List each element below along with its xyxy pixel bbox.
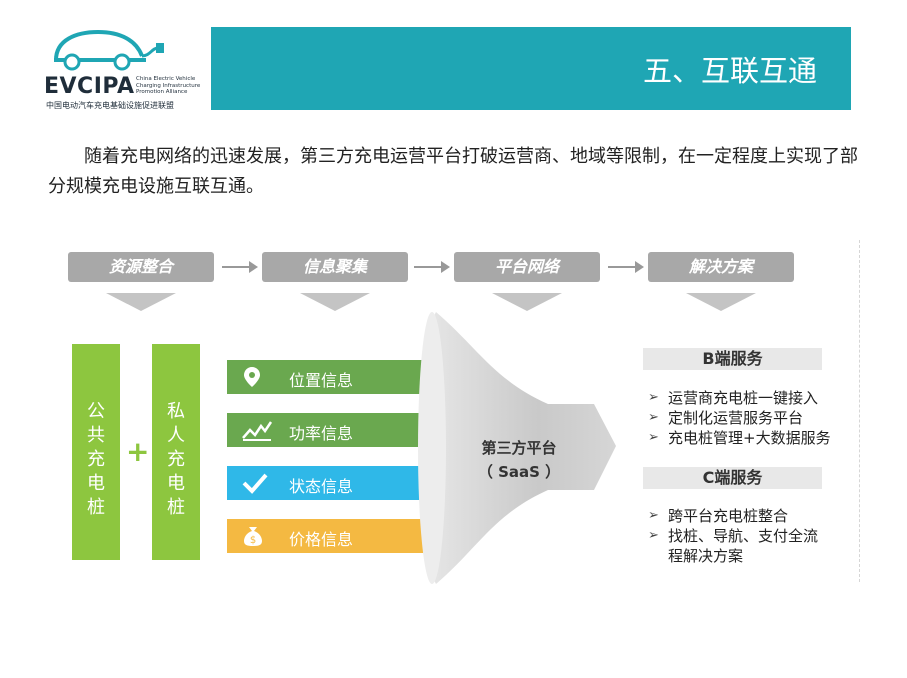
step-solution: 解决方案: [648, 252, 794, 282]
c-service-list: 跨平台充电桩整合 找桩、导航、支付全流 程解决方案: [648, 506, 818, 566]
private-pile-label: 私人充电桩: [167, 401, 185, 518]
arrow-right-icon: [608, 261, 644, 273]
list-item: 运营商充电桩一键接入: [648, 388, 831, 408]
list-item-continuation: 程解决方案: [668, 547, 744, 565]
arrow-right-icon: [414, 261, 450, 273]
down-triangle-icon: [492, 293, 562, 311]
down-triangle-icon: [106, 293, 176, 311]
info-power: 功率信息: [227, 413, 441, 447]
title-bar: 五、互联互通: [211, 27, 851, 110]
checkmark-icon: [242, 473, 268, 494]
step-resource-integration: 资源整合: [68, 252, 214, 282]
down-triangle-icon: [686, 293, 756, 311]
step-platform-network: 平台网络: [454, 252, 600, 282]
b-service-list: 运营商充电桩一键接入 定制化运营服务平台 充电桩管理+大数据服务: [648, 388, 831, 448]
logo-chinese-name: 中国电动汽车充电基础设施促进联盟: [46, 101, 174, 110]
b-service-title: B端服务: [643, 348, 822, 370]
page-title: 五、互联互通: [642, 54, 817, 88]
third-party-platform-label: 第三方平台 （ SaaS ）: [477, 439, 561, 481]
list-item: 定制化运营服务平台: [648, 408, 831, 428]
list-item: 充电桩管理+大数据服务: [648, 428, 831, 448]
intro-paragraph: 随着充电网络的迅速发展，第三方充电运营平台打破运营商、地域等限制，在一定程度上实…: [48, 146, 858, 197]
arrow-right-icon: [222, 261, 258, 273]
divider-line: [859, 240, 860, 582]
power-chart-icon: [242, 421, 273, 441]
public-pile-label: 公共充电桩: [87, 401, 105, 518]
logo-brand: EVCIPA: [44, 74, 135, 99]
money-bag-icon: $: [244, 527, 262, 546]
private-charging-pile: 私人充电桩: [152, 344, 200, 560]
car-plug-icon: [54, 29, 164, 71]
step-info-aggregation: 信息聚集: [262, 252, 408, 282]
info-price: $ 价格信息: [227, 519, 441, 553]
c-service-title: C端服务: [643, 467, 822, 489]
logo-subtitle: China Electric Vehicle Charging Infrastr…: [136, 76, 201, 95]
interconnection-diagram: 资源整合 信息聚集 平台网络 解决方案 公共充电桩 + 私人充电桩 位置信息 功…: [60, 240, 865, 585]
plus-sign: +: [126, 435, 150, 468]
funnel-shape: [418, 312, 616, 584]
evcipa-logo: EVCIPA China Electric Vehicle Charging I…: [40, 26, 210, 112]
public-charging-pile: 公共充电桩: [72, 344, 120, 560]
location-pin-icon: [244, 367, 260, 387]
info-location: 位置信息: [227, 360, 441, 394]
down-triangle-icon: [300, 293, 370, 311]
info-status: 状态信息: [227, 466, 441, 500]
list-item: 找桩、导航、支付全流: [648, 526, 818, 546]
svg-text:$: $: [250, 535, 256, 546]
list-item: 跨平台充电桩整合: [648, 506, 818, 526]
